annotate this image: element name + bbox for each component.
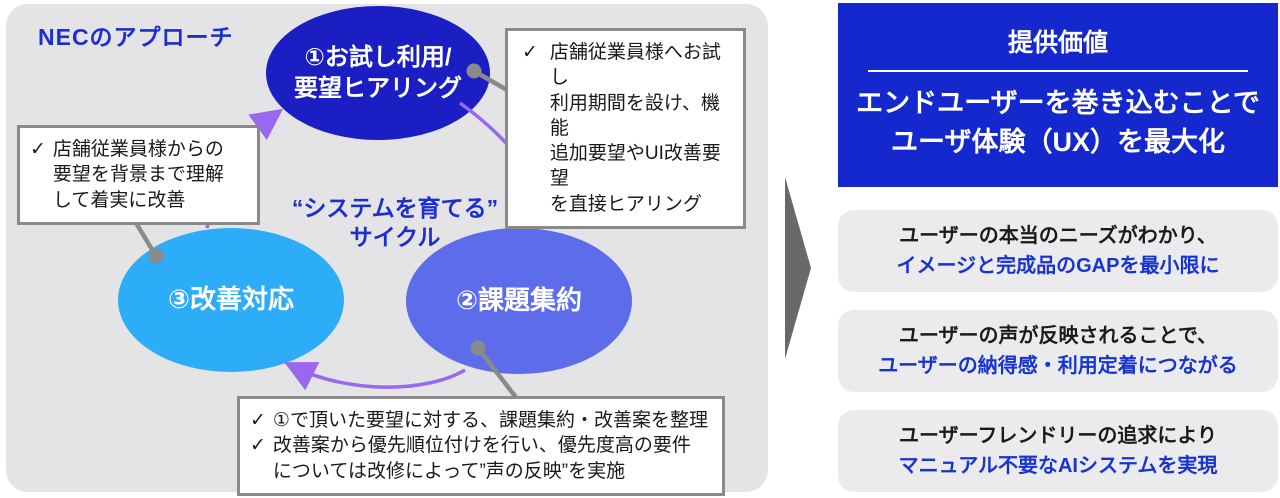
provided-value-title: 提供価値 [1007, 29, 1108, 57]
header-divider [868, 70, 1248, 72]
benefit-friendly-line1: ユーザーフレンドリーの追求により [899, 425, 1217, 447]
step2-label: ②課題集約 [455, 285, 582, 316]
step3-label: ③改善対応 [167, 284, 294, 315]
check-icon: ✓ [30, 139, 46, 160]
cycle-caption-line2: サイクル [349, 223, 441, 250]
benefit-needs-line1: ユーザーの本当のニーズがわかり、 [899, 225, 1217, 247]
benefit-card-voice: ユーザーの声が反映されることで、 ユーザーの納得感・利用定着につながる [838, 310, 1278, 392]
check-icon: ✓ [522, 42, 538, 63]
cycle-caption: “システムを育てる” サイクル [255, 194, 535, 252]
provided-value-header: 提供価値 エンドユーザーを巻き込むことで ユーザ体験（UX）を最大化 [838, 3, 1278, 187]
callout-aggregation-item2: 改善案から優先順位付けを行い、優先度高の要件 については改修によって”声の反映”… [272, 435, 691, 482]
flow-arrow-icon [785, 177, 811, 359]
provided-value-line2: ユーザ体験（UX）を最大化 [891, 127, 1225, 158]
callout-trial-hearing-text: 店舗従業員様へお試し 利用期間を設け、機能 追加要望やUI改善要望 を直接ヒアリ… [549, 42, 721, 215]
callout-improvement: ✓ 店舗従業員様からの 要望を背景まで理解 して着実に改善 [17, 125, 260, 225]
benefit-card-friendly: ユーザーフレンドリーの追求により マニュアル不要なAIシステムを実現 [838, 410, 1278, 492]
benefit-voice-line1: ユーザーの声が反映されることで、 [898, 325, 1218, 347]
approach-title: NECのアプローチ [38, 24, 234, 50]
step1-label-line1: ①お試し利用/ [304, 43, 452, 71]
callout-improvement-text: 店舗従業員様からの 要望を背景まで理解 して着実に改善 [52, 139, 224, 211]
callout-trial-hearing: ✓ 店舗従業員様へお試し 利用期間を設け、機能 追加要望やUI改善要望 を直接ヒ… [505, 28, 746, 229]
callout-aggregation: ✓ ①で頂いた要望に対する、課題集約・改善案を整理 ✓ 改善案から優先順位付けを… [237, 396, 725, 496]
callout-aggregation-item1: ①で頂いた要望に対する、課題集約・改善案を整理 [272, 410, 708, 431]
step1-trial-hearing-ellipse: ①お試し利用/ 要望ヒアリング [266, 6, 490, 140]
benefit-voice-line2: ユーザーの納得感・利用定着につながる [878, 355, 1238, 377]
check-icon: ✓ [250, 435, 266, 457]
benefit-friendly-line2: マニュアル不要なAIシステムを実現 [898, 455, 1218, 477]
step1-label-line2: 要望ヒアリング [294, 75, 462, 102]
cycle-caption-line1: “システムを育てる” [291, 195, 499, 221]
provided-value-line1: エンドユーザーを巻き込むことで [856, 88, 1260, 118]
benefit-needs-line2: イメージと完成品のGAPを最小限に [896, 255, 1220, 277]
check-icon: ✓ [250, 410, 266, 431]
benefit-card-needs: ユーザーの本当のニーズがわかり、 イメージと完成品のGAPを最小限に [838, 210, 1278, 292]
